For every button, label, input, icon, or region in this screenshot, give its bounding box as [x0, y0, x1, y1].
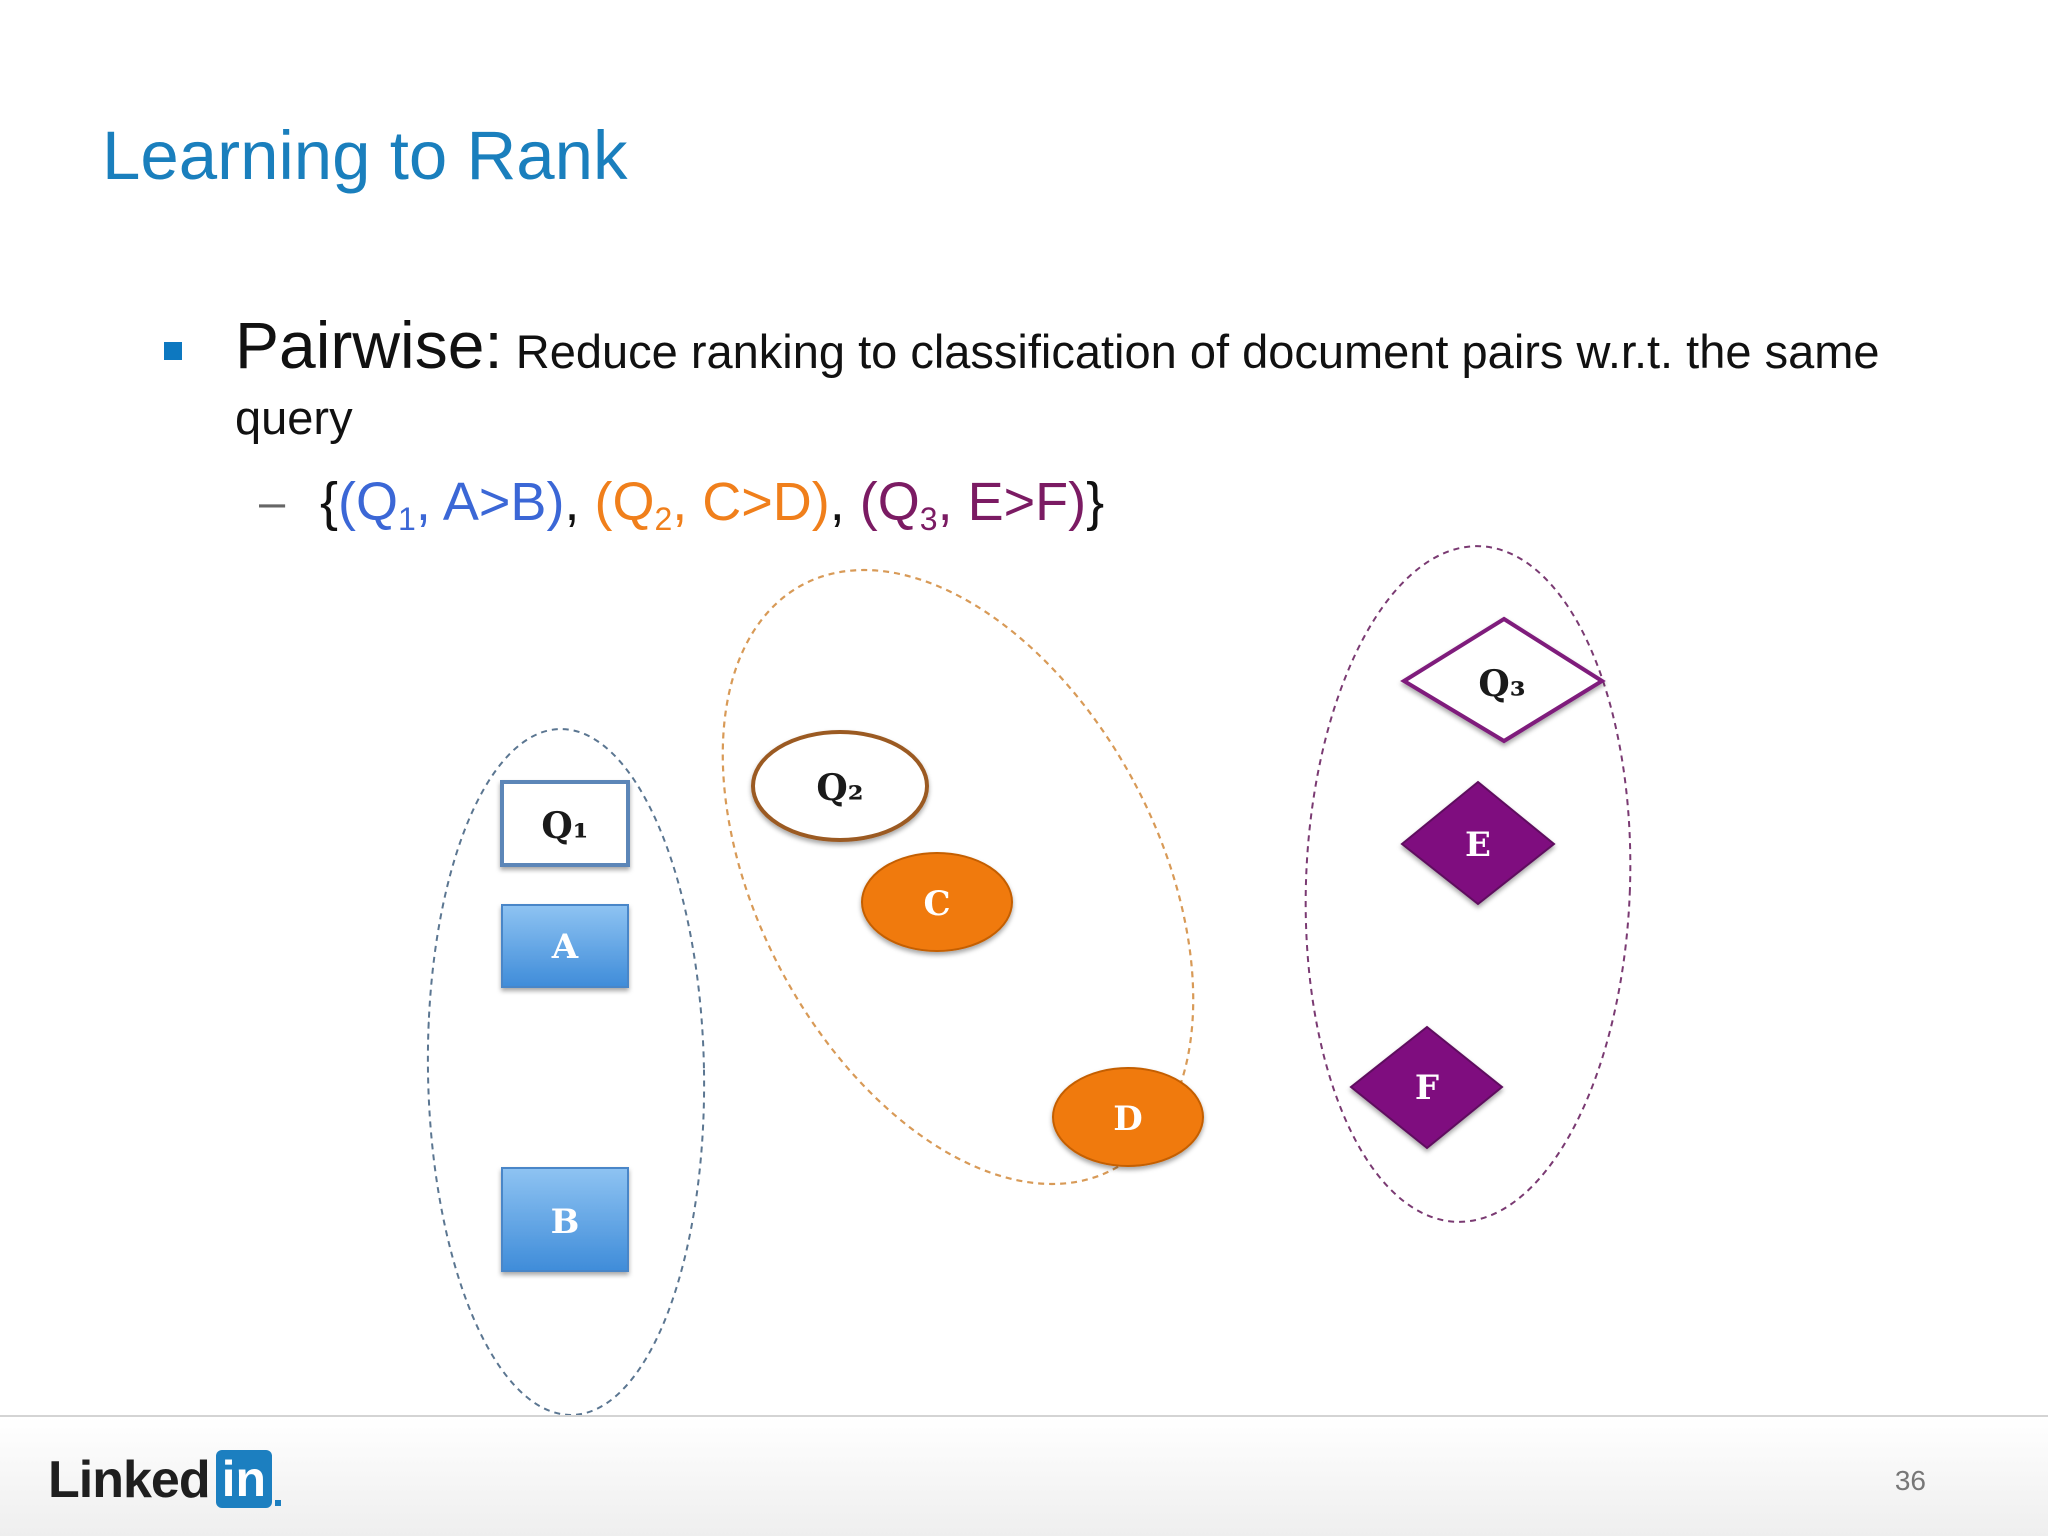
- group-1-doc-a-label: A: [551, 927, 579, 967]
- group-1-query-node: Q₁: [500, 780, 630, 867]
- pair-1-query: Q: [356, 472, 399, 532]
- group-2-doc-c-label: C: [923, 884, 950, 924]
- pair-2-query: Q: [612, 472, 655, 532]
- pair-2-order: , C>D: [672, 472, 812, 532]
- bullet-square-icon: [164, 342, 182, 360]
- sub-bullet-dash: –: [259, 475, 286, 528]
- group-2-query-node: Q₂: [751, 730, 929, 842]
- group-2-doc-d-node: D: [1052, 1067, 1204, 1167]
- group-3-query-label: Q₃: [1478, 663, 1525, 705]
- pair-2-query-subscript: 2: [654, 501, 673, 532]
- pair-1-query-subscript: 1: [398, 501, 416, 532]
- bullet-text: Pairwise: Reduce ranking to classificati…: [235, 312, 1955, 451]
- group-3-doc-e-node: E: [1400, 780, 1556, 906]
- group-2-boundary: [721, 568, 1195, 1186]
- slide-title: Learning to Rank: [102, 117, 628, 194]
- pair-2: (Q2, C>D): [594, 472, 829, 532]
- group-1-boundary: [426, 728, 706, 1416]
- pair-3: (Q3, E>F): [860, 472, 1086, 532]
- group-2-query-label: Q₂: [816, 767, 863, 809]
- group-3-boundary: [1304, 545, 1632, 1223]
- linkedin-logo-word: Linked: [48, 1451, 211, 1509]
- group-2-doc-d-label: D: [1113, 1099, 1142, 1139]
- group-1-doc-b-label: B: [551, 1202, 580, 1242]
- pair-list: {(Q1, A>B), (Q2, C>D), (Q3, E>F)}: [320, 472, 1104, 532]
- pair-3-query: Q: [877, 472, 920, 532]
- group-3-doc-f-label: F: [1415, 1068, 1439, 1108]
- linkedin-logo-box: in: [215, 1450, 273, 1508]
- pair-separator: ,: [829, 472, 860, 532]
- group-3-doc-e-label: E: [1465, 825, 1491, 865]
- group-3-query-node: Q₃: [1400, 616, 1606, 744]
- group-3-doc-f-node: F: [1349, 1025, 1504, 1150]
- group-1-doc-b-node: B: [501, 1167, 629, 1272]
- pair-separator: ,: [564, 472, 595, 532]
- group-2-doc-c-node: C: [861, 852, 1013, 952]
- pair-list-open-brace: {: [320, 472, 339, 532]
- pair-list-close-brace: }: [1086, 472, 1105, 532]
- bullet-description: Reduce ranking to classification of docu…: [235, 325, 1880, 444]
- linkedin-logo-dot: [275, 1500, 282, 1506]
- group-1-query-label: Q₁: [541, 805, 588, 847]
- pair-3-query-subscript: 3: [919, 501, 938, 532]
- page-number: 36: [1894, 1465, 1926, 1496]
- pair-1: (Q1, A>B): [338, 472, 564, 532]
- group-1-doc-a-node: A: [501, 904, 629, 988]
- pair-3-order: , E>F: [937, 472, 1069, 532]
- pair-1-order: , A>B: [415, 472, 547, 532]
- bullet-term: Pairwise:: [235, 308, 503, 382]
